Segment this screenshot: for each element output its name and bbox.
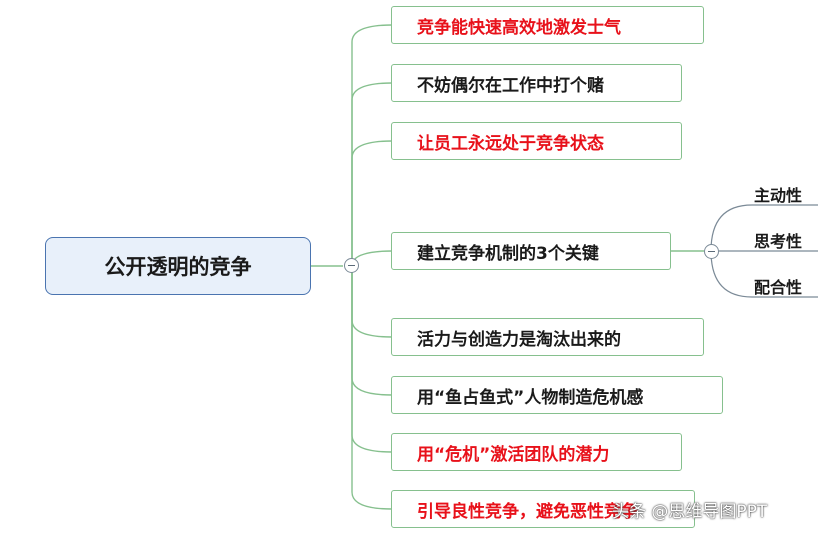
branch-topic-label: 用“危机”激活团队的潜力 xyxy=(417,444,610,465)
branch-topic-label: 用“鱼占鱼式”人物制造危机感 xyxy=(417,387,644,408)
watermark: 头条 @思维导图PPT xyxy=(612,502,768,522)
root-topic[interactable]: 公开透明的竞争 xyxy=(45,237,311,295)
sub-topic-1[interactable]: 主动性 xyxy=(754,182,802,206)
branch-topic-label: 建立竞争机制的3个关键 xyxy=(417,243,599,264)
branch-topic-6[interactable]: 用“鱼占鱼式”人物制造危机感 xyxy=(391,376,723,414)
root-topic-label: 公开透明的竞争 xyxy=(104,255,252,279)
branch-topic-label: 活力与创造力是淘汰出来的 xyxy=(417,329,621,350)
collapse-toggle-root[interactable] xyxy=(344,258,359,273)
minus-circle-icon xyxy=(708,250,715,253)
branch-topic-label: 竞争能快速高效地激发士气 xyxy=(417,17,621,38)
branch-topic-label: 不妨偶尔在工作中打个赌 xyxy=(417,75,604,96)
sub-topic-label: 思考性 xyxy=(754,232,803,251)
branch-topic-3[interactable]: 让员工永远处于竞争状态 xyxy=(391,122,682,160)
collapse-toggle-branch-4[interactable] xyxy=(704,244,719,259)
sub-topic-label: 主动性 xyxy=(754,186,803,205)
sub-topic-label: 配合性 xyxy=(754,278,803,297)
branch-topic-2[interactable]: 不妨偶尔在工作中打个赌 xyxy=(391,64,682,102)
branch-topic-label: 让员工永远处于竞争状态 xyxy=(417,133,604,154)
branch-topic-8[interactable]: 引导良性竞争，避免恶性竞争 xyxy=(391,490,695,528)
branch-topic-1[interactable]: 竞争能快速高效地激发士气 xyxy=(391,6,704,44)
branch-topic-7[interactable]: 用“危机”激活团队的潜力 xyxy=(391,433,682,471)
branch-topic-label: 引导良性竞争，避免恶性竞争 xyxy=(417,501,638,522)
branch-topic-5[interactable]: 活力与创造力是淘汰出来的 xyxy=(391,318,704,356)
sub-topic-2[interactable]: 思考性 xyxy=(754,228,802,252)
branch-topic-4[interactable]: 建立竞争机制的3个关键 xyxy=(391,232,671,270)
minus-circle-icon xyxy=(348,264,355,267)
sub-topic-3[interactable]: 配合性 xyxy=(754,274,802,298)
